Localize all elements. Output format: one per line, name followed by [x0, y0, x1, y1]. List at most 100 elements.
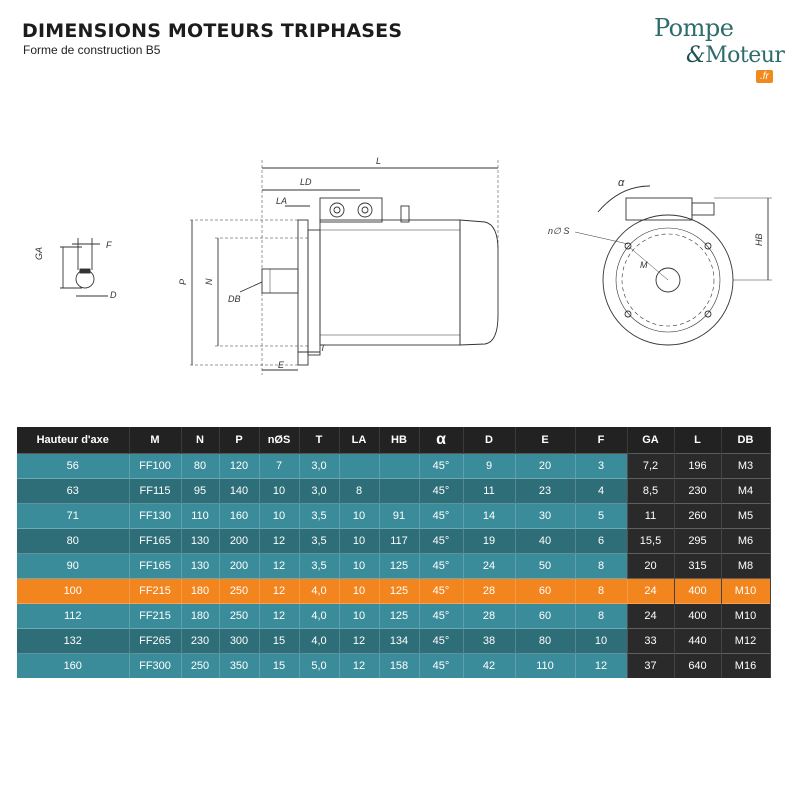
flange-plate	[297, 219, 309, 366]
table-cell: 12	[259, 528, 300, 554]
table-cell: 9	[463, 453, 516, 479]
label-hb: HB	[754, 233, 764, 246]
table-cell: 12	[339, 653, 380, 678]
table-cell: 12	[259, 578, 300, 604]
table-cell: 63	[17, 478, 130, 504]
label-ld: LD	[300, 177, 312, 187]
table-cell: 300	[219, 628, 260, 654]
table-cell: 4,0	[299, 578, 340, 604]
column-header: nØS	[259, 427, 300, 454]
table-cell: 10	[339, 503, 380, 529]
table-cell: 160	[219, 503, 260, 529]
table-cell: 80	[181, 453, 220, 479]
table-cell: FF115	[129, 478, 182, 504]
table-cell: 3,5	[299, 553, 340, 579]
table-cell: 7,2	[627, 453, 675, 479]
table-cell: 33	[627, 628, 675, 654]
bolt-hole	[704, 310, 712, 318]
table-cell: 180	[181, 578, 220, 604]
table-cell: 42	[463, 653, 516, 678]
flange-spigot	[307, 229, 321, 356]
table-cell: 80	[17, 528, 130, 554]
table-cell: M6	[721, 528, 771, 554]
column-header: GA	[627, 427, 675, 454]
table-cell: 250	[181, 653, 220, 678]
table-cell: 134	[379, 628, 420, 654]
table-cell: 250	[219, 603, 260, 629]
table-cell: 180	[181, 603, 220, 629]
table-cell: 110	[181, 503, 220, 529]
table-cell: 230	[181, 628, 220, 654]
column-header: LA	[339, 427, 380, 454]
table-cell: 5,0	[299, 653, 340, 678]
table-cell: 60	[515, 578, 576, 604]
column-header: N	[181, 427, 220, 454]
table-cell: 130	[181, 553, 220, 579]
cable-gland-inner	[333, 206, 341, 214]
table-cell: 95	[181, 478, 220, 504]
table-cell: 230	[674, 478, 722, 504]
logo-badge: .fr	[756, 70, 773, 83]
table-cell: FF215	[129, 603, 182, 629]
table-cell: 45°	[419, 528, 464, 554]
table-cell: 3,0	[299, 453, 340, 479]
column-header: M	[129, 427, 182, 454]
table-cell: 10	[339, 528, 380, 554]
table-cell: M5	[721, 503, 771, 529]
table-cell: 20	[627, 553, 675, 579]
table-cell: 7	[259, 453, 300, 479]
table-cell: 10	[339, 553, 380, 579]
table-cell: 14	[463, 503, 516, 529]
table-cell: 8	[575, 603, 628, 629]
column-header: α	[419, 427, 464, 454]
table-cell: 45°	[419, 503, 464, 529]
table-cell: FF100	[129, 453, 182, 479]
table-cell: M10	[721, 578, 771, 604]
column-header: D	[463, 427, 516, 454]
table-cell: 30	[515, 503, 576, 529]
lifting-lug	[400, 205, 410, 223]
page-title: DIMENSIONS MOTEURS TRIPHASES	[22, 20, 403, 42]
table-cell	[339, 453, 380, 479]
logo-moteur-text: Moteur	[705, 43, 785, 68]
table-cell: 112	[17, 603, 130, 629]
rear-cap	[459, 219, 499, 346]
table-cell: FF300	[129, 653, 182, 678]
column-header: Hauteur d'axe	[17, 427, 130, 454]
column-header: F	[575, 427, 628, 454]
table-cell: 80	[515, 628, 576, 654]
table-cell: 10	[259, 478, 300, 504]
cable-gland-inner	[361, 206, 369, 214]
table-cell: 4,0	[299, 603, 340, 629]
logo-word-moteur: &Moteur	[686, 43, 785, 68]
table-cell: 28	[463, 603, 516, 629]
key-slot	[79, 268, 91, 274]
table-cell: 45°	[419, 603, 464, 629]
table-cell: 125	[379, 603, 420, 629]
table-cell: 8	[339, 478, 380, 504]
table-cell: 295	[674, 528, 722, 554]
logo-ampersand: &	[686, 43, 706, 68]
table-cell: 15	[259, 628, 300, 654]
table-cell: 100	[17, 578, 130, 604]
table-cell	[379, 478, 420, 504]
bolt-hole	[624, 310, 632, 318]
table-cell: FF165	[129, 528, 182, 554]
table-cell: 250	[219, 578, 260, 604]
bolt-hole	[704, 242, 712, 250]
table-cell: 56	[17, 453, 130, 479]
table-cell: 4	[575, 478, 628, 504]
label-la: LA	[276, 196, 287, 206]
table-cell: 20	[515, 453, 576, 479]
table-cell: M12	[721, 628, 771, 654]
label-db: DB	[228, 294, 241, 304]
leader-ns	[574, 231, 629, 245]
